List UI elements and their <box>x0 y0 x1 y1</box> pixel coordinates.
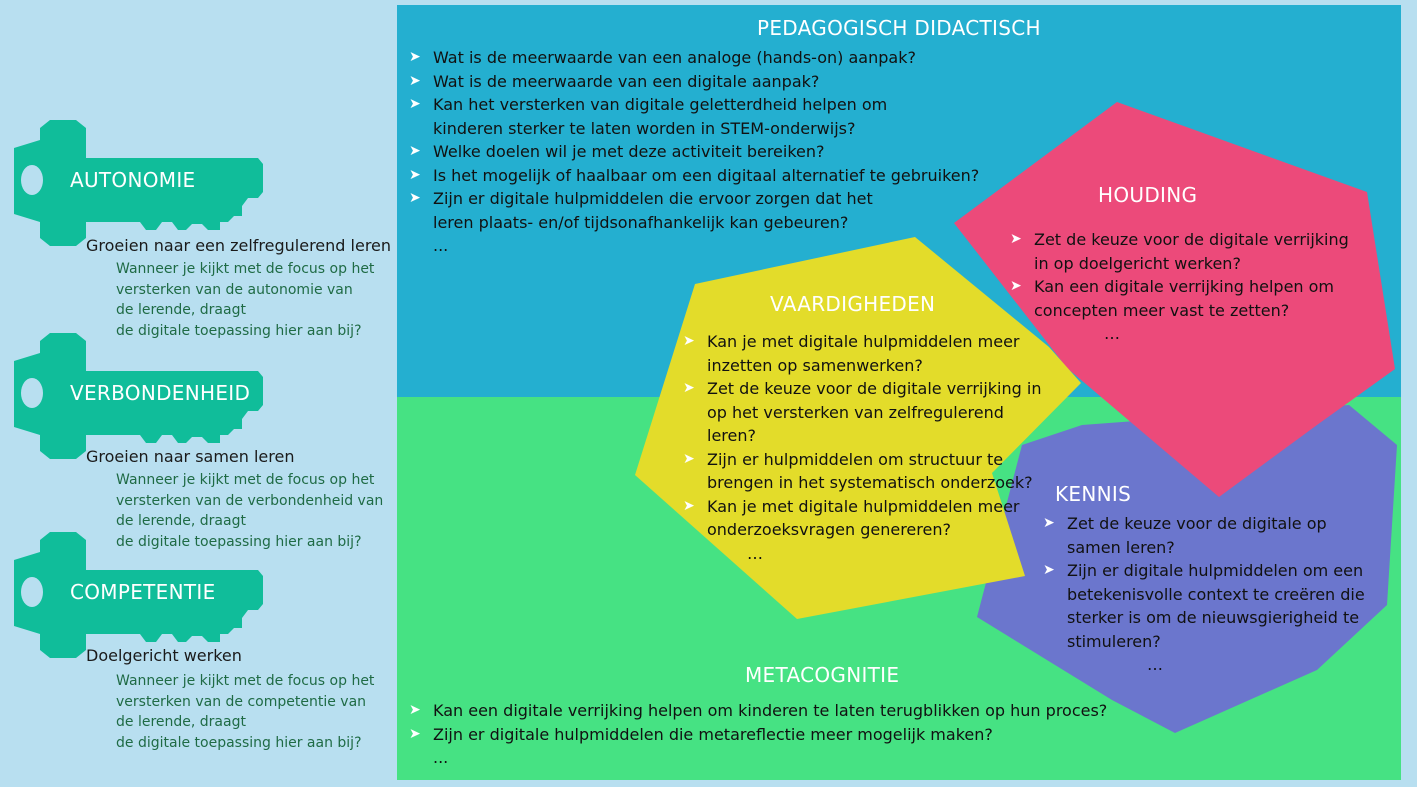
arrow-icon: ➤ <box>683 450 695 467</box>
list-item: ➤Kan je met digitale hulpmiddelen meer <box>683 330 1041 354</box>
list-item-continued: in op doelgericht werken? <box>1034 253 1241 273</box>
key-description-line: versterken van de autonomie van <box>116 281 353 298</box>
key-description-competentie: Wanneer je kijkt met de focus op het ver… <box>116 671 386 753</box>
list-item: ➤Is het mogelijk of haalbaar om een digi… <box>409 164 979 188</box>
houding-title: HOUDING <box>1098 183 1198 207</box>
pedagogisch-title: PEDAGOGISCH DIDACTISCH <box>757 16 1041 40</box>
key-description-line: Wanneer je kijkt met de focus op het <box>116 472 375 488</box>
list-item-continued: betekenisvolle context te creëren die <box>1067 584 1365 604</box>
list-ellipsis: ... <box>433 748 449 767</box>
arrow-icon: ➤ <box>409 166 421 183</box>
list-item-continued: sterker is om de nieuwsgierigheid te <box>1067 608 1360 627</box>
list-item: ➤Zijn er digitale hulpmiddelen om een <box>1043 559 1365 583</box>
list-ellipsis: ... <box>433 236 449 255</box>
list-item: ➤Zijn er digitale hulpmiddelen die ervoo… <box>409 187 979 211</box>
key-heading-competentie: Doelgericht werken <box>86 646 242 665</box>
list-item-continued: brengen in het systematisch onderzoek? <box>707 473 1033 492</box>
list-item-continued: samen leren? <box>1067 537 1175 557</box>
kennis-title: KENNIS <box>1055 482 1132 506</box>
key-description-line: Wanneer je kijkt met de focus op het <box>116 673 375 689</box>
list-item-continued: inzetten op samenwerken? <box>707 355 923 375</box>
key-label-verbondenheid: VERBONDENHEID <box>70 381 251 405</box>
list-item-continued: leren? <box>707 426 756 445</box>
list-item-continued: leren plaats- en/of tijdsonafhankelijk k… <box>433 212 849 232</box>
key-description-line: de digitale toepassing hier aan bij? <box>116 533 362 550</box>
diagram-panel: PEDAGOGISCH DIDACTISCH ➤Wat is de meerwa… <box>397 5 1401 780</box>
key-description-line: de lerende, draagt <box>116 714 246 730</box>
arrow-icon: ➤ <box>409 72 421 89</box>
list-item: ➤Zet de keuze voor de digitale op <box>1043 512 1365 536</box>
arrow-icon: ➤ <box>1010 278 1022 294</box>
key-shape-icon <box>14 333 263 459</box>
key-autonomie: AUTONOMIE <box>10 118 265 248</box>
key-verbondenheid: VERBONDENHEID <box>10 331 265 461</box>
list-item: ➤Zet de keuze voor de digitale verrijkin… <box>683 377 1041 401</box>
list-ellipsis: … <box>1147 655 1163 674</box>
metacognitie-list: ➤Kan een digitale verrijking helpen om k… <box>409 699 1107 770</box>
key-description-line: versterken van de competentie van <box>116 693 367 710</box>
list-item: ➤Zet de keuze voor de digitale verrijkin… <box>1010 228 1349 252</box>
list-item: ➤Kan een digitale verrijking helpen om k… <box>409 699 1107 723</box>
arrow-icon: ➤ <box>409 96 421 112</box>
list-item-continued: op het versterken van zelfregulerend <box>707 402 1004 422</box>
list-item: ➤Kan je met digitale hulpmiddelen meer <box>683 495 1041 519</box>
houding-shape <box>954 102 1395 497</box>
key-description-line: de lerende, draagt <box>116 513 246 529</box>
key-label-competentie: COMPETENTIE <box>70 580 216 604</box>
pedagogisch-list: ➤Wat is de meerwaarde van een analoge (h… <box>409 46 979 258</box>
key-description-line: versterken van de verbondenheid van <box>116 492 384 509</box>
arrow-icon: ➤ <box>1010 231 1022 247</box>
key-shape-icon <box>14 532 263 658</box>
kennis-list: ➤Zet de keuze voor de digitale op samen … <box>1043 512 1365 677</box>
key-shape-icon <box>14 120 263 246</box>
vaardigheden-title: VAARDIGHEDEN <box>770 292 936 316</box>
key-description-autonomie: Wanneer je kijkt met de focus op het ver… <box>116 259 386 341</box>
list-item: ➤Wat is de meerwaarde van een digitale a… <box>409 70 979 94</box>
arrow-icon: ➤ <box>409 702 421 718</box>
key-heading-autonomie: Groeien naar een zelfregulerend leren <box>86 236 392 255</box>
list-ellipsis: … <box>1104 324 1120 343</box>
key-description-line: de lerende, draagt <box>116 302 246 318</box>
list-item: ➤Kan een digitale verrijking helpen om <box>1010 275 1349 299</box>
list-item-continued: stimuleren? <box>1067 631 1161 651</box>
arrow-icon: ➤ <box>683 497 695 514</box>
kennis-shape <box>977 405 1397 733</box>
key-competentie: COMPETENTIE <box>10 530 265 660</box>
arrow-icon: ➤ <box>409 190 421 206</box>
key-description-verbondenheid: Wanneer je kijkt met de focus op het ver… <box>116 470 386 552</box>
arrow-icon: ➤ <box>1043 562 1055 578</box>
list-item-continued: onderzoeksvragen genereren? <box>707 520 951 539</box>
arrow-icon: ➤ <box>409 143 421 159</box>
vaardigheden-list: ➤Kan je met digitale hulpmiddelen meer i… <box>683 330 1041 565</box>
arrow-icon: ➤ <box>1043 515 1055 531</box>
list-item-continued: concepten meer vast te zetten? <box>1034 300 1290 320</box>
list-item-continued: kinderen sterker te laten worden in STEM… <box>433 118 856 138</box>
arrow-icon: ➤ <box>683 380 695 396</box>
diagram-shapes <box>635 102 1397 733</box>
houding-list: ➤Zet de keuze voor de digitale verrijkin… <box>1010 228 1349 346</box>
list-item: ➤Zijn er digitale hulpmiddelen die metar… <box>409 723 1107 747</box>
list-item: ➤Welke doelen wil je met deze activiteit… <box>409 140 979 164</box>
key-description-line: de digitale toepassing hier aan bij? <box>116 322 362 339</box>
arrow-icon: ➤ <box>409 725 421 742</box>
metacognitie-title: METACOGNITIE <box>745 663 900 687</box>
key-label-autonomie: AUTONOMIE <box>70 168 196 192</box>
vaardigheden-shape <box>635 237 1081 619</box>
key-description-line: Wanneer je kijkt met de focus op het <box>116 261 375 277</box>
list-item: ➤Zijn er hulpmiddelen om structuur te <box>683 448 1041 472</box>
key-description-line: de digitale toepassing hier aan bij? <box>116 734 362 751</box>
list-item: ➤Kan het versterken van digitale gelette… <box>409 93 979 117</box>
list-item: ➤Wat is de meerwaarde van een analoge (h… <box>409 46 979 70</box>
arrow-icon: ➤ <box>683 333 695 349</box>
list-ellipsis: … <box>747 543 763 563</box>
arrow-icon: ➤ <box>409 49 421 65</box>
key-heading-verbondenheid: Groeien naar samen leren <box>86 447 295 466</box>
